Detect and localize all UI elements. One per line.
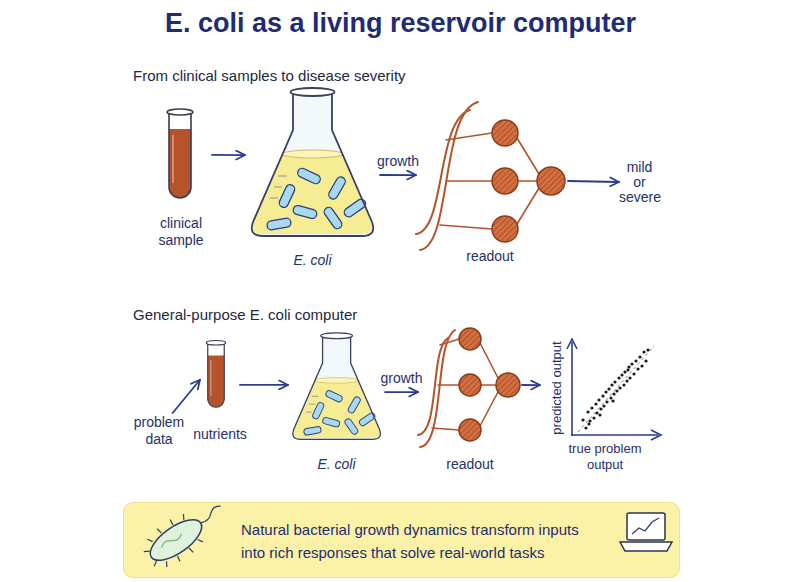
laptop-screen [627, 513, 665, 540]
readout-wires [517, 138, 539, 224]
test-tube: nutrients [200, 338, 240, 448]
readout-neuron [492, 168, 518, 194]
readout-neuron [459, 419, 481, 441]
laptop-base [620, 542, 672, 551]
output-neuron [537, 167, 565, 195]
node-label: nutrients [185, 426, 255, 443]
identity-line [578, 346, 654, 432]
summary-banner: Natural bacterial growth dynamics transf… [123, 502, 680, 578]
node-label: E. coli [245, 252, 380, 269]
node-label: problem data [128, 414, 190, 448]
node-label: readout [440, 248, 540, 265]
bacterium-body [144, 512, 208, 568]
test-tube-art [206, 341, 226, 408]
section-heading: From clinical samples to disease severit… [133, 67, 406, 84]
x-axis-head [651, 430, 661, 440]
flow-arrow [240, 384, 288, 386]
output-label: mild or severe [619, 158, 660, 208]
flow-arrow [173, 380, 200, 413]
bacterium-dna [160, 532, 183, 550]
growth-curve [420, 102, 478, 250]
flow-arrow [212, 154, 245, 156]
flow-arrow [385, 391, 418, 393]
readout-neuron [459, 328, 481, 350]
laptop-chart [632, 518, 659, 534]
node-label: predicted output [549, 333, 565, 443]
readout-network: readout [416, 100, 568, 266]
readout-wires [432, 339, 459, 430]
readout-neuron [459, 374, 481, 396]
flow-arrow [522, 384, 540, 386]
node-label: E. coli [288, 456, 385, 473]
node-label: clinical sample [150, 215, 212, 249]
edge-label: growth [377, 153, 419, 170]
node-label: mild or severe [619, 160, 660, 205]
scatter-dots [583, 350, 648, 428]
x-axis [571, 434, 658, 436]
edge-label: growth [380, 370, 422, 387]
y-axis-head [567, 339, 577, 349]
culture-flask: E. coli [288, 330, 385, 475]
scatter-plot: predicted outputtrue problem output [540, 338, 665, 476]
flask-art [252, 88, 374, 236]
readout-network: readout [418, 325, 522, 475]
diagram-title: E. coli as a living reservoir computer [0, 8, 801, 39]
flow-arrow [380, 174, 416, 176]
growth-curve [416, 110, 470, 234]
test-tube: clinical sample [150, 105, 212, 255]
output-neuron [496, 373, 520, 397]
node-label: readout [420, 456, 520, 473]
readout-wires [480, 343, 498, 426]
test-tube-art [167, 109, 193, 198]
bacterium-flagella [137, 491, 233, 575]
readout-neuron [492, 120, 518, 146]
growth-curve [420, 330, 455, 447]
readout-neuron [492, 216, 518, 242]
flow-arrow [568, 180, 619, 183]
flask-art [293, 333, 380, 440]
readout-wires [440, 133, 492, 229]
section-heading: General-purpose E. coli computer [133, 306, 357, 323]
node-label: Natural bacterial growth dynamics transf… [241, 518, 591, 564]
growth-curve [418, 338, 448, 435]
input-label: problem data [128, 413, 190, 449]
y-axis [571, 342, 573, 436]
culture-flask: E. coli [245, 84, 380, 274]
node-sublabel: true problem output [555, 441, 655, 473]
